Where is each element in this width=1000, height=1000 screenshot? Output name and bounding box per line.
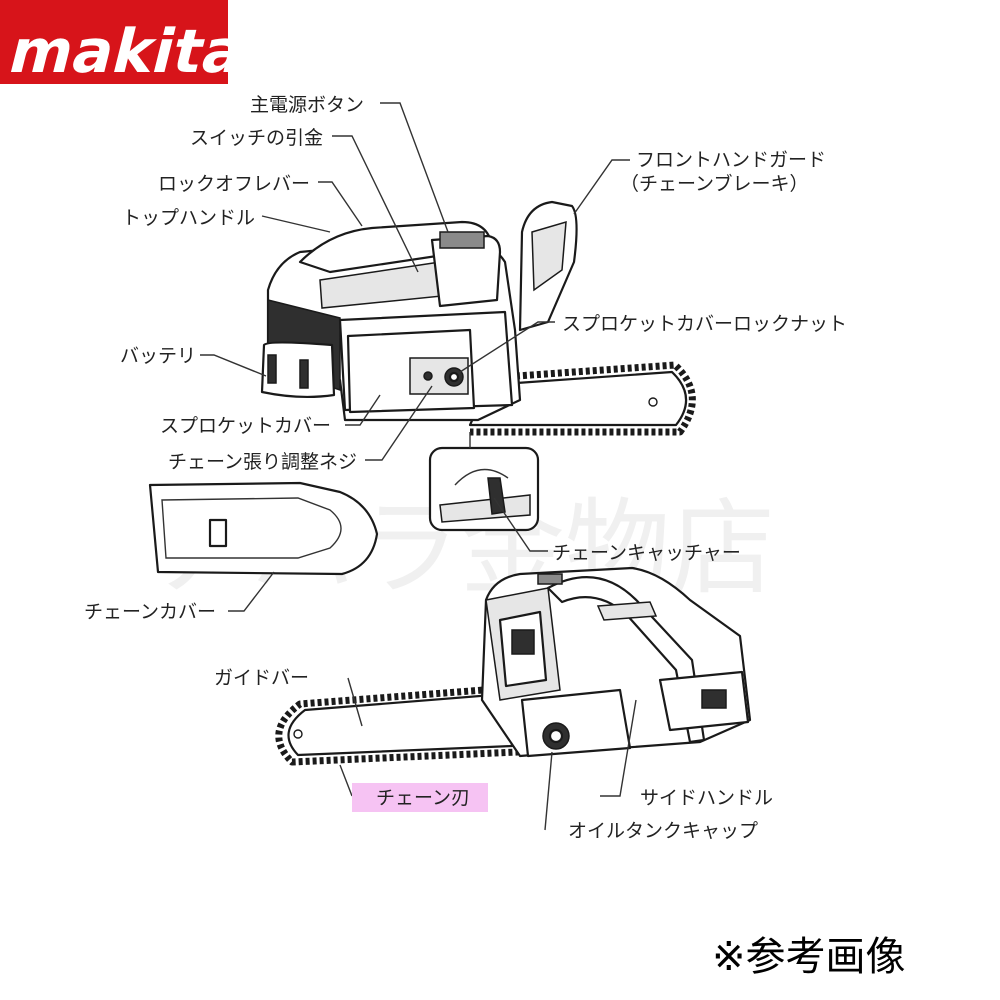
label-battery: バッテリ — [120, 345, 196, 367]
label-chain-catcher: チェーンキャッチャー — [552, 542, 741, 564]
top-chainsaw-illustration — [260, 200, 696, 436]
label-guide-bar: ガイドバー — [214, 667, 309, 689]
label-oil-tank-cap: オイルタンクキャップ — [568, 820, 758, 842]
label-top-handle: トップハンドル — [122, 207, 255, 229]
label-front-hand-guard: フロントハンドガード — [636, 149, 826, 171]
chain-catcher-inset — [428, 432, 540, 532]
chain-cover-illustration — [148, 481, 379, 576]
makita-logo: makita — [0, 0, 252, 87]
label-chain-blade: チェーン刃 — [376, 787, 470, 809]
svg-text:makita: makita — [2, 17, 252, 87]
label-sprocket-cover: スプロケットカバー — [160, 415, 331, 437]
leader-lines — [200, 102, 637, 831]
label-chain-tension-screw: チェーン張り調整ネジ — [168, 451, 357, 473]
bottom-chainsaw-illustration — [275, 566, 752, 766]
label-chain-cover: チェーンカバー — [84, 601, 216, 623]
label-main-power-button: 主電源ボタン — [250, 94, 364, 116]
label-lock-off-lever: ロックオフレバー — [158, 173, 310, 195]
reference-image-note: ※参考画像 — [712, 934, 906, 980]
label-side-handle: サイドハンドル — [640, 787, 773, 809]
label-chain-brake: （チェーンブレーキ） — [620, 172, 808, 195]
chain-blade-highlight — [352, 783, 488, 812]
label-switch-trigger: スイッチの引金 — [190, 127, 323, 149]
label-sprocket-cover-lock-nut: スプロケットカバーロックナット — [562, 313, 847, 335]
